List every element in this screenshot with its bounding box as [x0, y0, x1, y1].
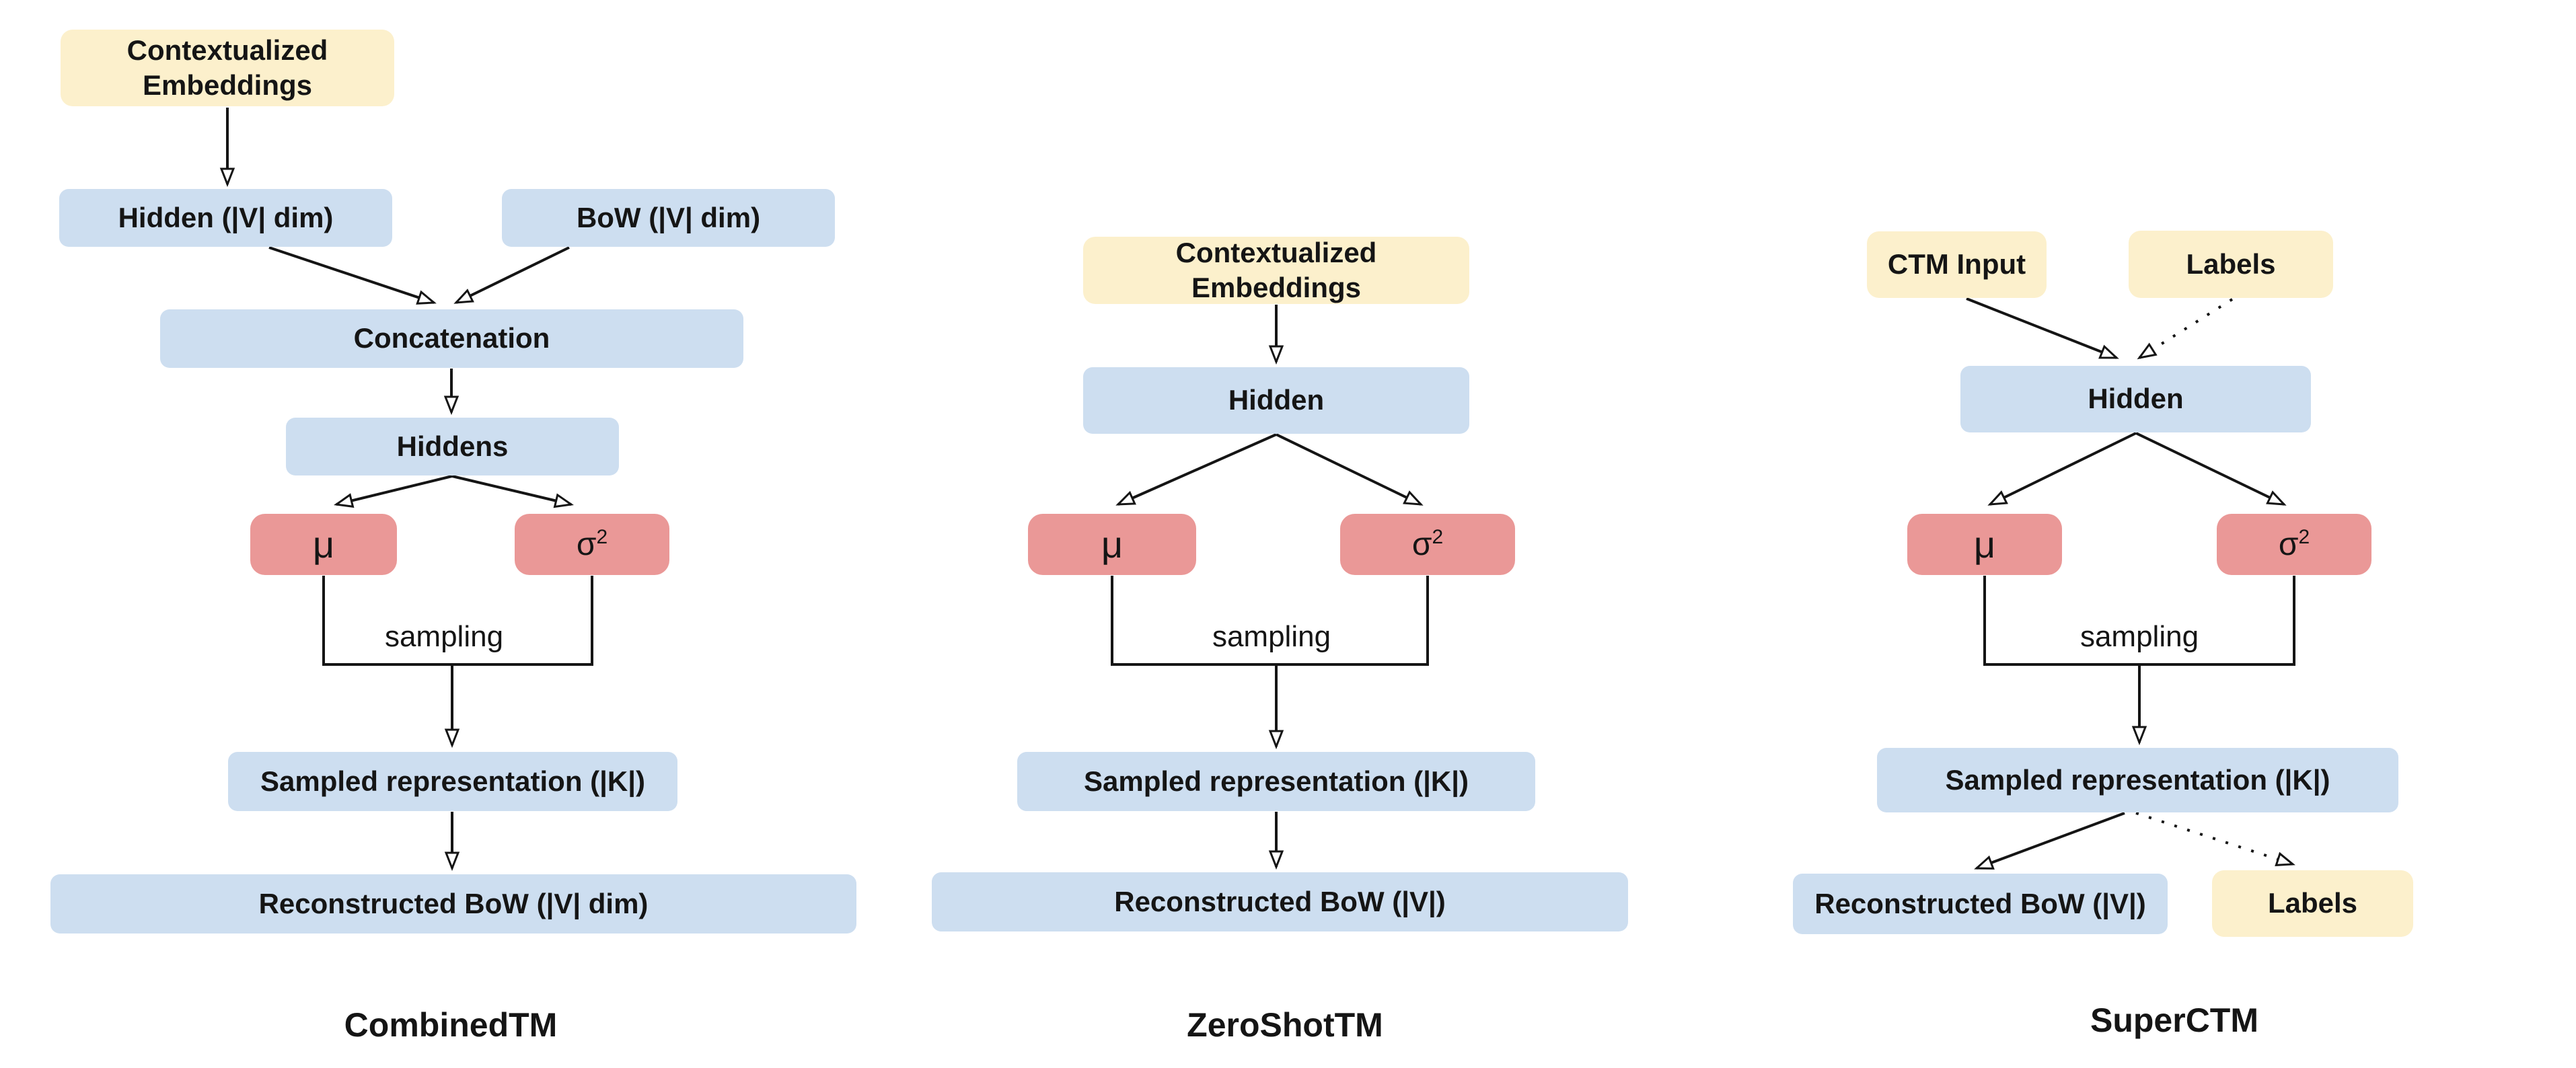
- hidden-box-zeroshot: Hidden: [1083, 367, 1469, 434]
- reconstructed-bow-label: Reconstructed BoW (|V| dim): [258, 887, 649, 919]
- mu-label: μ: [1101, 523, 1124, 566]
- sampling-label-zeroshot: sampling: [1212, 620, 1331, 653]
- sigma-label: σ2: [2278, 525, 2310, 562]
- hiddens-label: Hiddens: [396, 430, 509, 462]
- reconstructed-bow-label: Reconstructed BoW (|V|): [1814, 887, 2146, 919]
- arrow-hidden-to-concatenation: [268, 246, 434, 303]
- reconstructed-bow-box-combinedtm: Reconstructed BoW (|V| dim): [50, 874, 856, 933]
- mu-box-superctm: μ: [1907, 514, 2062, 575]
- sigma-box-superctm: σ2: [2217, 514, 2371, 575]
- contextualized-embeddings-label: Contextualized Embeddings: [126, 34, 328, 102]
- hidden-box-superctm: Hidden: [1960, 366, 2311, 432]
- sampled-representation-label: Sampled representation (|K|): [1945, 763, 2330, 796]
- labels-bottom-label: Labels: [2267, 887, 2358, 919]
- mu-box-combinedtm: μ: [250, 514, 397, 575]
- sigma-box-zeroshot: σ2: [1340, 514, 1515, 575]
- arrow-labels-to-hidden-dotted: [2139, 298, 2234, 358]
- ctm-input-box: CTM Input: [1867, 231, 2047, 298]
- mu-box-zeroshot: μ: [1028, 514, 1196, 575]
- mu-label: μ: [312, 523, 335, 566]
- bow-v-dim-box: BoW (|V| dim): [502, 189, 835, 247]
- hidden-label: Hidden: [1228, 384, 1325, 416]
- concatenation-label: Concatenation: [353, 322, 550, 354]
- hidden-label: Hidden: [2088, 383, 2184, 415]
- arrow-sampled-to-reconstructed-superctm: [1977, 812, 2125, 868]
- labels-bottom-box: Labels: [2212, 870, 2413, 937]
- contextualized-embeddings-box: Contextualized Embeddings: [61, 30, 394, 106]
- arrow-hidden-to-sigma-zeroshot: [1276, 433, 1421, 506]
- arrow-hidden-to-sigma-superctm: [2135, 432, 2284, 506]
- hiddens-box: Hiddens: [286, 418, 619, 475]
- labels-top-box: Labels: [2129, 231, 2333, 298]
- reconstructed-bow-label: Reconstructed BoW (|V|): [1114, 885, 1446, 917]
- sigma-box-combinedtm: σ2: [515, 514, 669, 575]
- arrow-hidden-to-mu-zeroshot: [1118, 433, 1277, 506]
- sampled-representation-label: Sampled representation (|K|): [1084, 765, 1469, 797]
- sampling-bracket-combinedtm: [322, 576, 593, 666]
- arrow-bow-to-concatenation: [456, 246, 570, 303]
- contextualized-embeddings-label: Contextualized Embeddings: [1175, 236, 1377, 304]
- sampled-representation-box-superctm: Sampled representation (|K|): [1877, 748, 2398, 812]
- ctm-input-label: CTM Input: [1887, 248, 2026, 280]
- bow-v-dim-label: BoW (|V| dim): [576, 201, 761, 233]
- superctm-title: SuperCTM: [2090, 1001, 2258, 1039]
- arrow-hidden-to-mu-superctm: [1990, 432, 2137, 504]
- arrow-hiddens-to-mu: [336, 475, 453, 504]
- sampled-representation-box-combinedtm: Sampled representation (|K|): [228, 752, 677, 811]
- sampling-label-superctm: sampling: [2080, 620, 2199, 653]
- reconstructed-bow-box-zeroshot: Reconstructed BoW (|V|): [932, 872, 1628, 931]
- arrow-ctm-input-to-hidden: [1966, 297, 2117, 359]
- arrow-hiddens-to-sigma: [451, 475, 571, 504]
- concatenation-box: Concatenation: [160, 309, 743, 368]
- zeroshottm-title: ZeroShotTM: [1187, 1006, 1383, 1044]
- contextualized-embeddings-box-zeroshot: Contextualized Embeddings: [1083, 237, 1469, 304]
- hidden-v-dim-box: Hidden (|V| dim): [59, 189, 392, 247]
- hidden-v-dim-label: Hidden (|V| dim): [118, 201, 334, 233]
- sampled-representation-box-zeroshot: Sampled representation (|K|): [1017, 752, 1535, 811]
- reconstructed-bow-box-superctm: Reconstructed BoW (|V|): [1793, 874, 2168, 934]
- sampling-bracket-zeroshot: [1111, 576, 1429, 666]
- combinedtm-title: CombinedTM: [344, 1006, 558, 1044]
- mu-label: μ: [1973, 523, 1996, 566]
- sigma-label: σ2: [576, 525, 608, 562]
- sigma-label: σ2: [1411, 525, 1444, 562]
- sampling-label-combinedtm: sampling: [384, 620, 504, 653]
- arrow-sampled-to-labels-dotted: [2135, 812, 2293, 864]
- sampled-representation-label: Sampled representation (|K|): [260, 765, 645, 797]
- labels-top-label: Labels: [2186, 247, 2276, 280]
